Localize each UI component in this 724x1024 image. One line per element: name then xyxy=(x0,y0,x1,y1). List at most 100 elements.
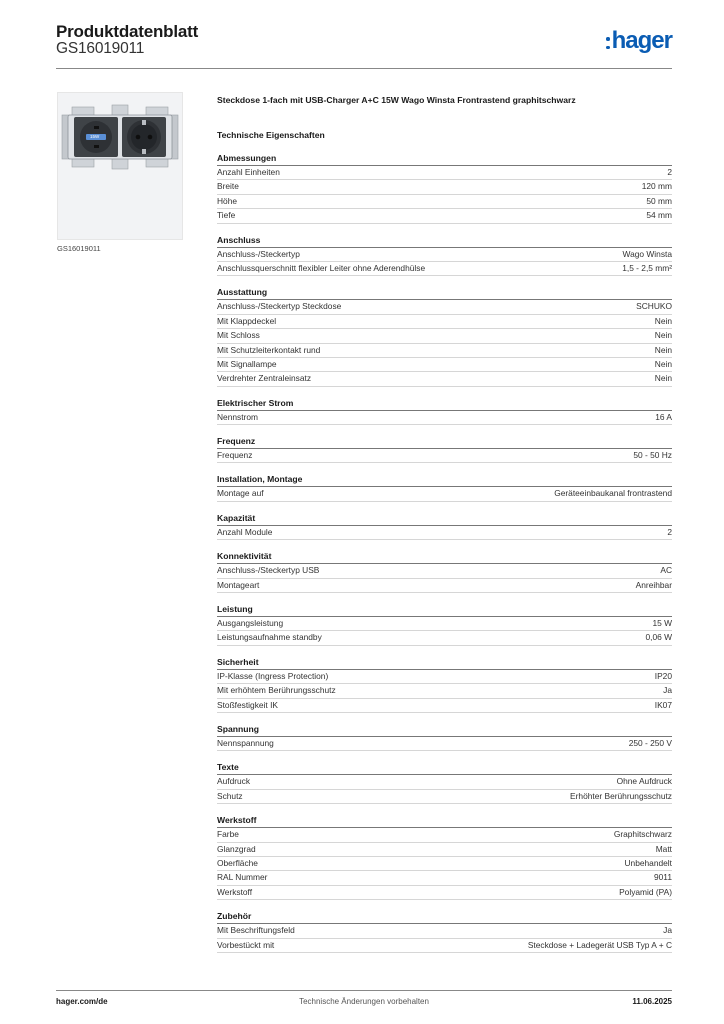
group-title: Konnektivität xyxy=(217,550,672,565)
property-label: Breite xyxy=(217,181,239,192)
property-value: AC xyxy=(660,565,672,576)
property-label: Verdrehter Zentraleinsatz xyxy=(217,373,312,384)
property-value: SCHUKO xyxy=(636,301,672,312)
property-value: 15 W xyxy=(652,618,672,629)
property-row: Farbe Graphitschwarz xyxy=(217,828,672,843)
property-value: 50 mm xyxy=(646,195,672,206)
footer-date: 11.06.2025 xyxy=(632,997,672,1006)
group-title: Werkstoff xyxy=(217,814,672,829)
property-label: Tiefe xyxy=(217,210,236,221)
property-value: 0,06 W xyxy=(645,632,672,643)
property-label: Anzahl Module xyxy=(217,526,273,537)
property-label: Farbe xyxy=(217,829,239,840)
footer-website[interactable]: hager.com/de xyxy=(56,997,108,1006)
property-label: Höhe xyxy=(217,195,238,206)
property-value: 9011 xyxy=(653,872,672,883)
page-footer: hager.com/de Technische Änderungen vorbe… xyxy=(56,997,672,1011)
logo-colon-icon xyxy=(606,37,610,49)
socket-product-icon xyxy=(58,93,182,239)
image-caption: GS16019011 xyxy=(57,244,101,253)
property-value: Anreihbar xyxy=(635,579,672,590)
property-label: Glanzgrad xyxy=(217,843,256,854)
property-value: Nein xyxy=(654,344,672,355)
hager-logo: hager xyxy=(606,26,673,56)
property-label: IP-Klasse (Ingress Protection) xyxy=(217,670,329,681)
property-value: Wago Winsta xyxy=(622,248,673,259)
property-label: Ausgangsleistung xyxy=(217,618,284,629)
property-row: Glanzgrad Matt xyxy=(217,843,672,857)
property-value: 1,5 - 2,5 mm² xyxy=(622,262,672,273)
group-title: Sicherheit xyxy=(217,656,672,670)
logo-wordmark: hager xyxy=(611,27,673,54)
usb-power-label: 15W xyxy=(90,134,100,139)
property-label: RAL Nummer xyxy=(217,872,268,883)
property-label: Nennspannung xyxy=(217,737,274,748)
group-title: Abmessungen xyxy=(217,152,672,166)
property-label: Anschluss-/Steckertyp USB xyxy=(217,565,320,576)
property-value: 16 A xyxy=(655,411,672,422)
property-label: Anschluss-/Steckertyp xyxy=(217,248,300,259)
group-title: Zubehör xyxy=(217,910,672,925)
property-value: 2 xyxy=(667,526,672,537)
property-value: Nein xyxy=(654,358,672,369)
header-divider xyxy=(56,68,672,69)
property-label: Mit Klappdeckel xyxy=(217,315,277,326)
property-row: Anschlussquerschnitt flexibler Leiter oh… xyxy=(217,262,672,277)
property-label: Oberfläche xyxy=(217,857,258,868)
group-title: Texte xyxy=(217,761,672,776)
group-title: Anschluss xyxy=(217,234,672,248)
product-image: 15W xyxy=(57,92,183,240)
property-value: Matt xyxy=(655,843,672,854)
property-label: Anschlussquerschnitt flexibler Leiter oh… xyxy=(217,262,426,273)
property-label: Stoßfestigkeit IK xyxy=(217,699,278,710)
property-value: 2 xyxy=(667,167,672,177)
product-details: Steckdose 1-fach mit USB-Charger A+C 15W… xyxy=(217,94,672,963)
property-row: Anschluss-/Steckertyp USB AC xyxy=(217,564,672,579)
property-value: Graphitschwarz xyxy=(613,829,672,840)
property-label: Mit Schutzleiterkontakt rund xyxy=(217,344,321,355)
property-row: Ausgangsleistung 15 W xyxy=(217,617,672,632)
property-value: Unbehandelt xyxy=(624,857,673,868)
group-title: Frequenz xyxy=(217,435,672,450)
property-row: Anschluss-/Steckertyp Wago Winsta xyxy=(217,248,672,262)
group-title: Installation, Montage xyxy=(217,473,672,488)
group-title: Kapazität xyxy=(217,512,672,526)
property-value: Nein xyxy=(654,315,672,326)
property-value: 50 - 50 Hz xyxy=(633,450,672,461)
property-value: Nein xyxy=(654,330,672,341)
property-label: Mit Beschriftungsfeld xyxy=(217,925,295,936)
property-row: Anzahl Module 2 xyxy=(217,526,672,541)
property-value: 250 - 250 V xyxy=(628,737,672,748)
footer-notice: Technische Änderungen vorbehalten xyxy=(299,997,429,1006)
property-label: Schutz xyxy=(217,790,243,801)
group-title: Elektrischer Strom xyxy=(217,397,672,411)
property-label: Aufdruck xyxy=(217,776,251,787)
group-title: Leistung xyxy=(217,603,672,618)
property-value: Steckdose + Ladegerät USB Typ A + C xyxy=(527,939,672,950)
group-title: Spannung xyxy=(217,723,672,737)
page-header: Produktdatenblatt GS16019011 hager xyxy=(56,20,673,68)
property-label: Mit erhöhtem Berührungsschutz xyxy=(217,685,336,696)
